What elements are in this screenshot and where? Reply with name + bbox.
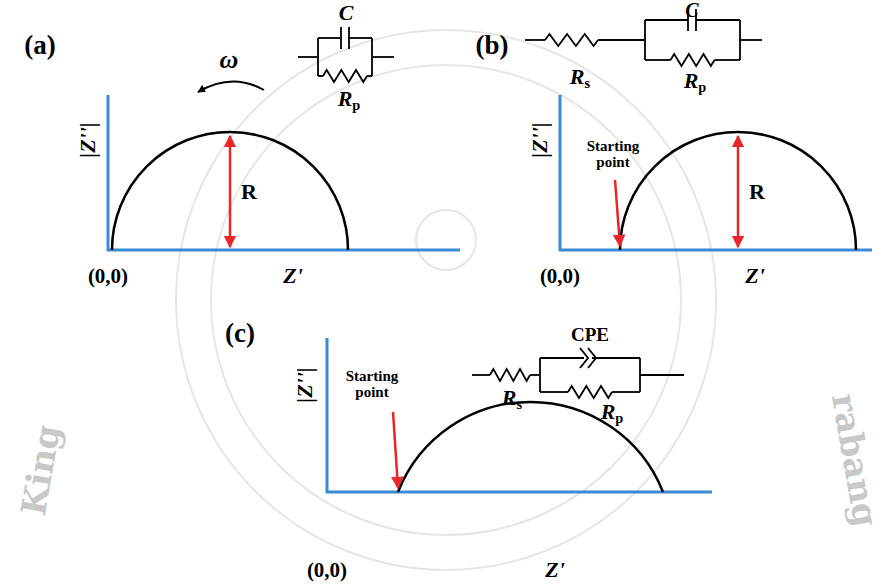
wire — [612, 391, 640, 393]
origin-label: (0,0) — [307, 560, 347, 581]
axis-label: Z' — [283, 265, 303, 287]
wire — [740, 39, 762, 41]
resistor-symbol — [671, 54, 715, 66]
wire — [298, 56, 318, 58]
component-label: C — [685, 0, 698, 20]
watermark-text: rabang — [827, 391, 884, 529]
watermark-text: King — [15, 422, 64, 517]
panel-letter: (b) — [476, 32, 509, 59]
wire — [318, 37, 341, 39]
callout-text: Starting point — [577, 139, 649, 171]
resistor-symbol — [490, 369, 530, 381]
wire — [640, 374, 684, 376]
seal-watermark — [176, 30, 716, 570]
wire — [318, 75, 323, 77]
wire — [371, 38, 373, 76]
wire — [715, 59, 741, 61]
wire — [644, 20, 646, 60]
component-label: C — [339, 2, 354, 24]
panel-letter: (a) — [24, 32, 55, 59]
panel-letter: (c) — [225, 320, 255, 347]
resistor-symbol — [568, 386, 612, 398]
impedance-arcs — [112, 132, 856, 492]
axis-label: |Z''| — [77, 122, 99, 157]
wire — [598, 39, 645, 41]
wire — [540, 357, 584, 359]
wire — [348, 27, 350, 49]
component-label: Rp — [684, 70, 707, 94]
equivalent-circuits — [298, 9, 762, 398]
wire — [588, 348, 596, 368]
wire — [525, 39, 545, 41]
origin-label: (0,0) — [540, 266, 580, 287]
wire — [645, 59, 671, 61]
wire — [696, 19, 740, 21]
component-label: CPE — [571, 325, 609, 344]
wire — [472, 374, 490, 376]
axes — [107, 95, 872, 493]
origin-label: (0,0) — [88, 266, 128, 287]
wire — [367, 75, 372, 77]
wire — [540, 391, 568, 393]
component-label: Rs — [502, 387, 522, 411]
wire — [340, 27, 342, 49]
frequency-arrow — [198, 81, 264, 92]
component-label: Rs — [570, 66, 590, 90]
wire — [539, 358, 541, 392]
callout-text: Starting point — [336, 369, 408, 401]
wire — [739, 20, 741, 60]
wire — [645, 19, 688, 21]
radius-label: R — [749, 181, 765, 203]
axis-label: |Z''| — [529, 122, 551, 157]
wire — [317, 38, 319, 76]
component-label: Rp — [338, 88, 361, 112]
component-label: Rp — [601, 401, 624, 425]
axis-label: Z' — [745, 265, 765, 287]
wire — [592, 357, 640, 359]
radius-arrows — [230, 136, 738, 488]
wire — [639, 358, 641, 392]
wire — [530, 374, 540, 376]
axis-label: Z' — [545, 559, 565, 581]
wire — [372, 56, 394, 58]
resistor-symbol — [323, 70, 367, 82]
radius-label: R — [241, 181, 257, 203]
wire — [349, 37, 372, 39]
frequency-label: ω — [220, 47, 239, 73]
resistor-symbol — [545, 34, 598, 46]
axis-label: |Z''| — [294, 367, 316, 402]
wire — [580, 348, 588, 368]
